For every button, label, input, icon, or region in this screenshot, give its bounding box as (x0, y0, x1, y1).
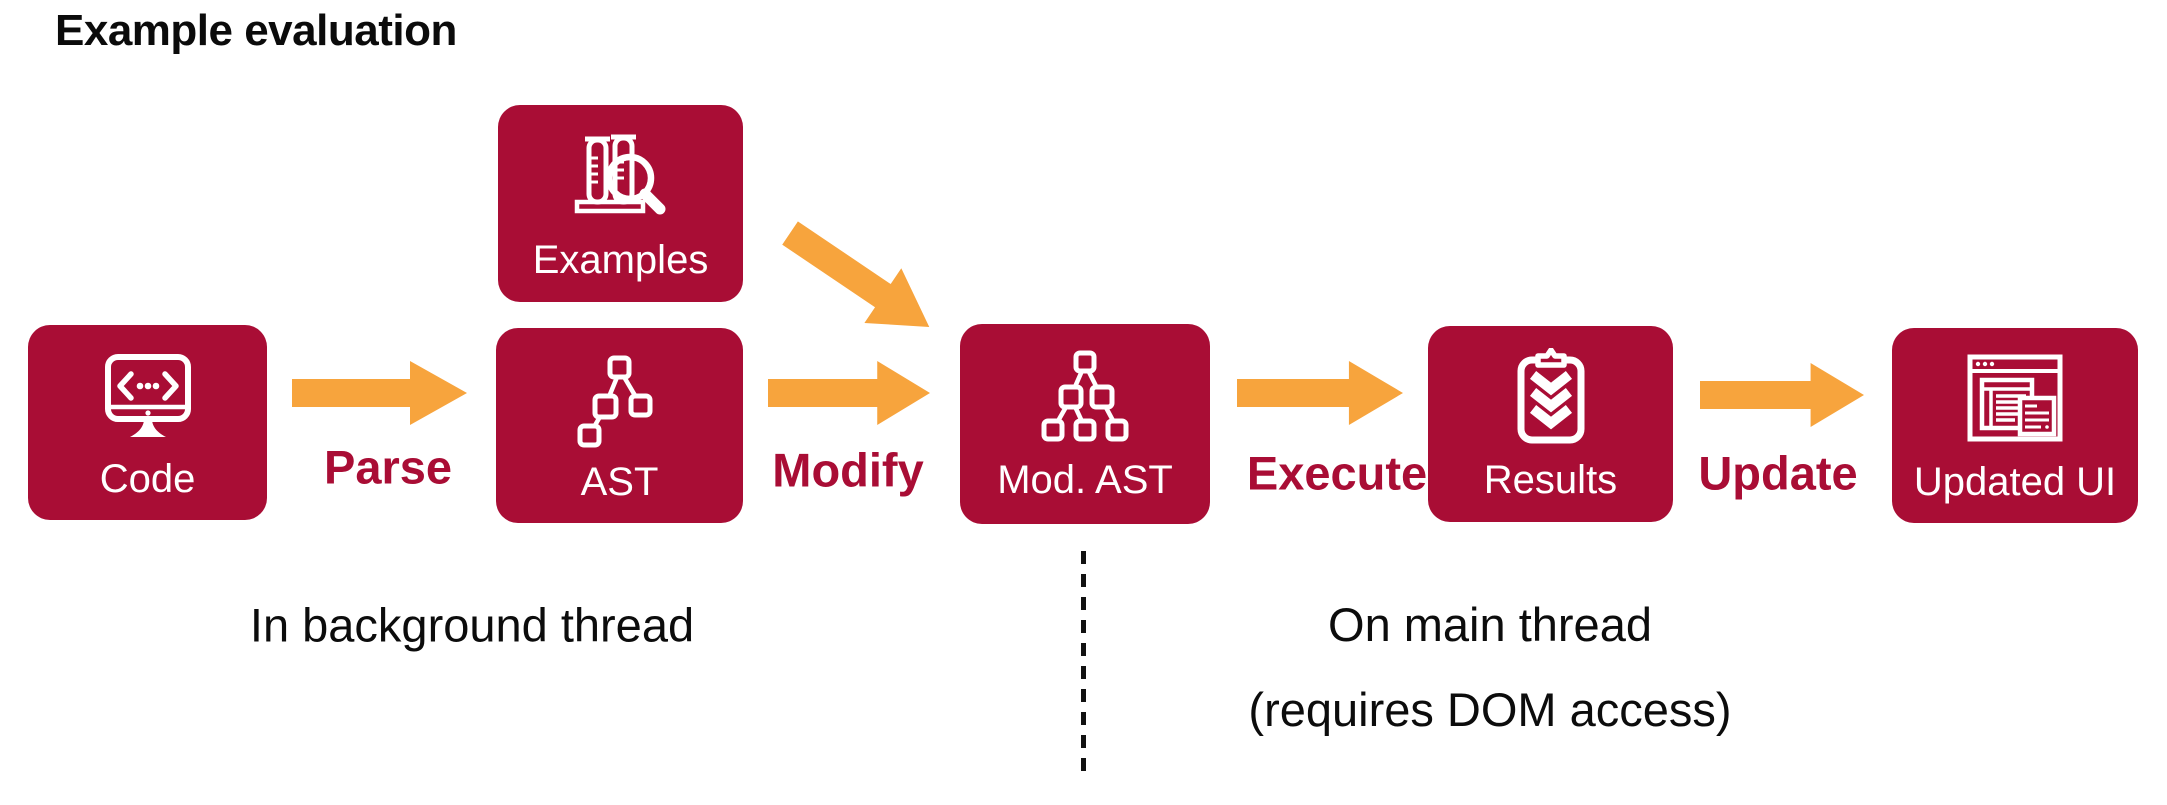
arrow-parse (292, 361, 467, 425)
arrow-modify (768, 361, 930, 425)
node-code-label: Code (99, 456, 196, 501)
step-label-parse: Parse (323, 440, 453, 494)
browser-window-icon (1967, 354, 2063, 441)
main-thread-label: On main thread (requires DOM access) (1248, 582, 1731, 752)
arrow-execute (1237, 361, 1403, 425)
main-thread-line2: (requires DOM access) (1248, 683, 1732, 736)
step-label-modify: Modify (772, 443, 924, 497)
arrow-update (1700, 363, 1864, 427)
step-label-update: Update (1698, 446, 1858, 500)
step-label-execute: Execute (1246, 446, 1428, 500)
main-thread-line1: On main thread (1328, 598, 1652, 651)
monitor-code-icon (104, 353, 191, 437)
node-ast-label: AST (580, 459, 659, 504)
node-updated-ui-label: Updated UI (1913, 459, 2117, 504)
clipboard-checks-icon (1517, 348, 1584, 444)
arrow-examples-to-mod-ast (782, 221, 930, 327)
syntax-tree-icon (577, 355, 652, 447)
node-ast: AST (496, 328, 743, 523)
node-mod-ast-label: Mod. AST (997, 458, 1173, 502)
node-updated-ui: Updated UI (1892, 328, 2138, 523)
node-examples: Examples (498, 105, 743, 302)
node-results-label: Results (1483, 458, 1618, 502)
test-tubes-magnifier-icon (574, 134, 665, 214)
node-code: Code (28, 325, 267, 520)
modified-syntax-tree-icon (1041, 350, 1129, 442)
node-mod-ast: Mod. AST (960, 324, 1210, 524)
background-thread-label: In background thread (249, 598, 695, 652)
node-results: Results (1428, 326, 1673, 522)
node-examples-label: Examples (532, 237, 709, 282)
diagram-title: Example evaluation (55, 6, 457, 55)
thread-divider-line (1081, 551, 1086, 781)
